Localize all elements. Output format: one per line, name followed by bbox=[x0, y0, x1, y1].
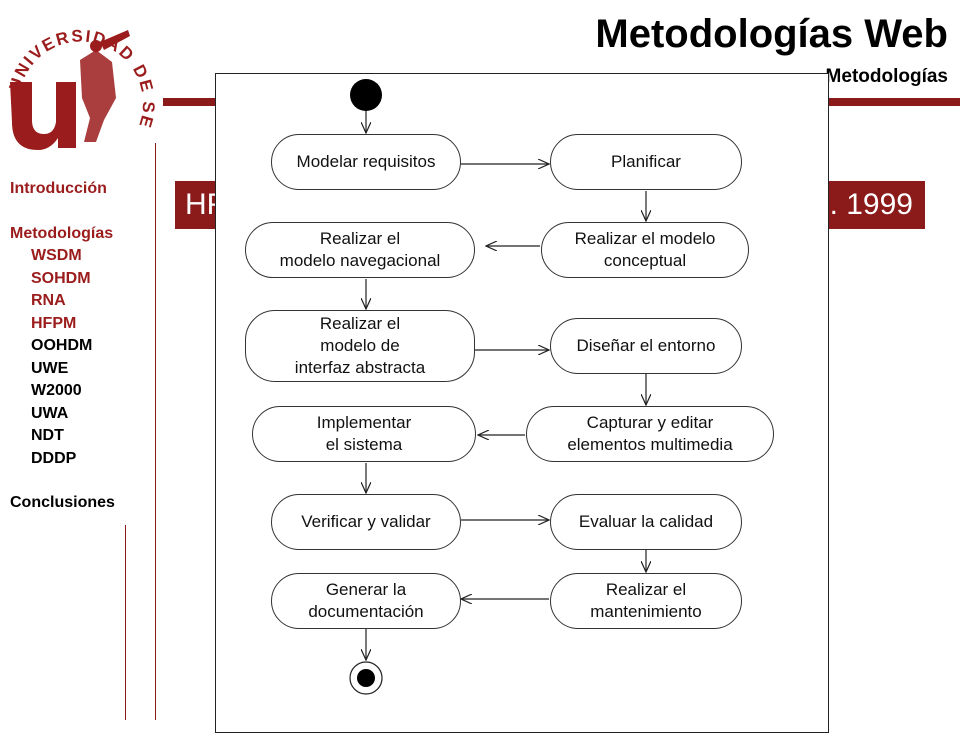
sidebar-divider-line bbox=[155, 143, 156, 720]
diagram-connectors bbox=[349, 79, 830, 695]
activity-disenar-entorno: Diseñar el entorno bbox=[550, 318, 742, 374]
activity-diagram-panel: Modelar requisitos Planificar Realizar e… bbox=[215, 73, 829, 733]
activity-modelo-navegacional: Realizar el modelo navegacional bbox=[245, 222, 475, 278]
nav-item-w2000[interactable]: W2000 bbox=[31, 382, 82, 399]
nav-item-sohdm[interactable]: SOHDM bbox=[31, 269, 91, 287]
nav-item-introduccion[interactable]: Introducción bbox=[10, 180, 107, 197]
activity-generar-documentacion: Generar la documentación bbox=[271, 573, 461, 629]
activity-modelo-conceptual: Realizar el modelo conceptual bbox=[541, 222, 749, 278]
final-node-inner bbox=[357, 669, 375, 687]
activity-modelar-requisitos: Modelar requisitos bbox=[271, 134, 461, 190]
activity-planificar: Planificar bbox=[550, 134, 742, 190]
activity-realizar-mantenimiento: Realizar el mantenimiento bbox=[550, 573, 742, 629]
nav-item-uwa[interactable]: UWA bbox=[31, 404, 69, 422]
banner-right-text: . 1999 bbox=[829, 188, 913, 221]
nav-item-metodologias[interactable]: Metodologías bbox=[10, 224, 114, 242]
page-title: Metodologías Web bbox=[595, 12, 948, 56]
nav-item-uwe[interactable]: UWE bbox=[31, 359, 69, 377]
sidebar-nav: Introducción Metodologías WSDM SOHDM RNA… bbox=[10, 178, 115, 515]
activity-implementar-sistema: Implementar el sistema bbox=[252, 406, 476, 462]
page-subtitle: Metodologías bbox=[825, 66, 948, 87]
nav-item-wsdm[interactable]: WSDM bbox=[31, 247, 82, 264]
sidebar-divider-line-lower bbox=[125, 525, 126, 720]
activity-interfaz-abstracta: Realizar el modelo de interfaz abstracta bbox=[245, 310, 475, 382]
activity-evaluar-calidad: Evaluar la calidad bbox=[550, 494, 742, 550]
nav-item-oohdm[interactable]: OOHDM bbox=[31, 337, 93, 354]
nav-item-rna[interactable]: RNA bbox=[31, 292, 66, 309]
nav-item-ndt[interactable]: NDT bbox=[31, 427, 64, 444]
initial-node bbox=[350, 79, 382, 111]
activity-verificar-validar: Verificar y validar bbox=[271, 494, 461, 550]
universidad-de-sevilla-logo: UNIVERSIDAD DE SEVILLA bbox=[0, 0, 156, 150]
activity-capturar-multimedia: Capturar y editar elementos multimedia bbox=[526, 406, 774, 462]
nav-item-dddp[interactable]: DDDP bbox=[31, 449, 77, 467]
nav-item-hfpm[interactable]: HFPM bbox=[31, 314, 77, 332]
nav-item-conclusiones[interactable]: Conclusiones bbox=[10, 494, 115, 511]
